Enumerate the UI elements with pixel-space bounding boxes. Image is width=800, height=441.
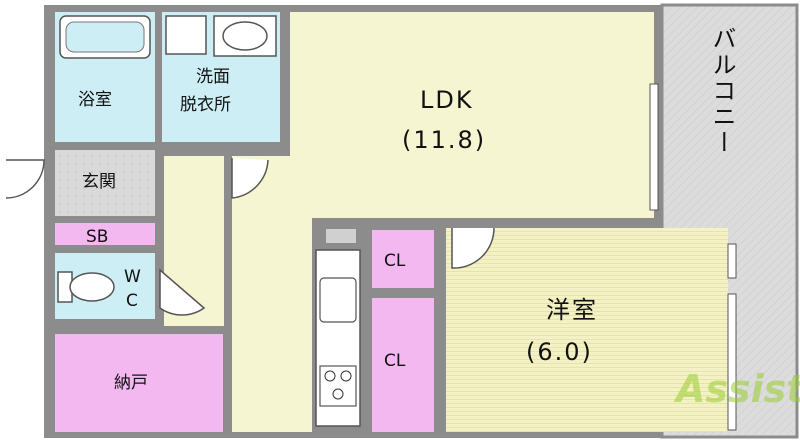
kitchen-sink [319, 277, 357, 323]
ldk-door-swing [231, 158, 269, 199]
bath-label: 浴室 [78, 90, 112, 110]
ldk-size: (11.8) [402, 126, 486, 154]
closet-upper-floor [372, 230, 434, 288]
western-room-label: 洋室 [546, 296, 598, 324]
ldk-lower-floor [232, 218, 312, 432]
closet-lower-floor [372, 298, 434, 432]
toilet-label-line1: W [124, 267, 141, 287]
shoe-box-floor [55, 223, 155, 245]
burner-icon [324, 370, 336, 382]
entrance-floor [55, 150, 155, 216]
burner-icon [340, 370, 352, 382]
balcony-label: バルコニー [708, 26, 736, 156]
washbasin-bowl [222, 21, 268, 51]
toilet-label-line2: C [126, 291, 138, 311]
stove [319, 365, 357, 407]
washing-machine [165, 15, 207, 55]
washroom-label-line1: 洗面 [196, 67, 230, 87]
toilet-door-swing [159, 268, 206, 316]
western-door-swing [451, 227, 495, 269]
burner-icon [332, 388, 344, 400]
ldk-floor [290, 12, 654, 218]
shoe-box-label: SB [86, 227, 108, 247]
entrance-label: 玄関 [82, 172, 116, 192]
western-room-floor [446, 228, 728, 432]
entrance-door-swing [5, 159, 45, 199]
western-room-size: (6.0) [526, 338, 593, 366]
washroom-label-line2: 脱衣所 [180, 95, 231, 115]
western-window-small [727, 243, 737, 279]
storage-floor [55, 334, 223, 432]
western-window [727, 293, 737, 431]
fridge-space [326, 229, 356, 243]
toilet-bowl [69, 272, 115, 302]
closet-lower-label: CL [384, 351, 406, 371]
watermark: Assist [673, 367, 800, 411]
storage-label: 納戸 [114, 373, 148, 393]
bathtub-inner [65, 21, 145, 53]
closet-upper-label: CL [384, 251, 406, 271]
ldk-window [649, 83, 659, 211]
ldk-label: LDK [420, 86, 474, 114]
